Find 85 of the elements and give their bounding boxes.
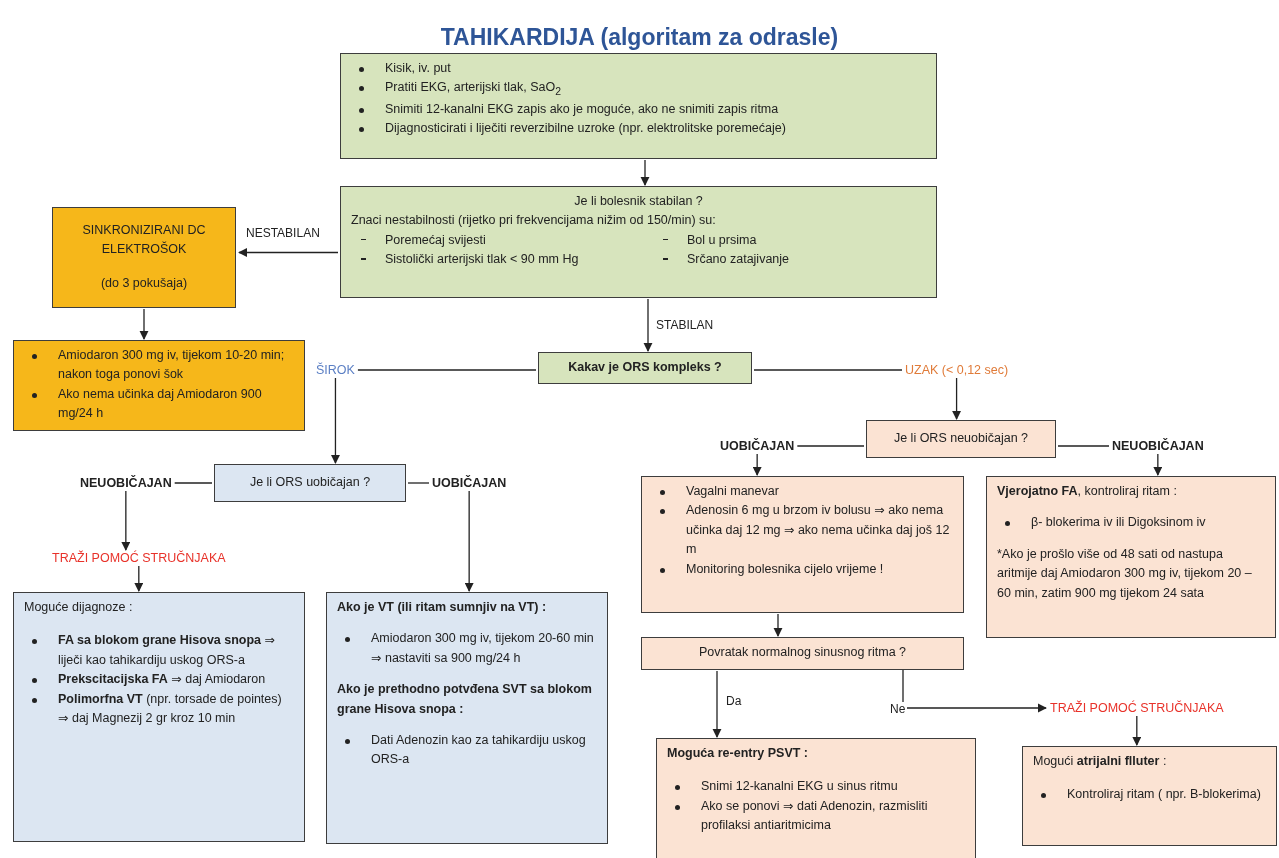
- arrow: [1153, 453, 1163, 476]
- arrow: [139, 308, 149, 340]
- diagram-title: TAHIKARDIJA (algoritam za odrasle): [439, 24, 840, 51]
- box-text: Moguće dijagnoze :: [24, 599, 134, 616]
- arrow: [773, 613, 783, 637]
- bullet-item: Vagalni manevar: [652, 482, 953, 502]
- connector-line: [174, 482, 213, 484]
- decision-box: [641, 637, 964, 670]
- box-text: (do 3 pokušaja): [99, 274, 189, 292]
- dash-item: Sistolički arterijski tlak < 90 mm Hg: [351, 250, 653, 270]
- branch-label: UOBIČAJAN: [432, 476, 507, 490]
- edge-label: Ne: [888, 702, 908, 716]
- bullet-item: Polimorfna VT (npr. torsade de pointes) ⇒ daj Magnezij 2 gr kroz 10 min: [24, 689, 294, 729]
- box-heading: Ako je prethodno potvđena SVT sa blokom grane Hisova snopa :: [337, 681, 593, 718]
- branch-label: TRAŽI POMOĆ STRUČNJAKA: [1050, 701, 1224, 715]
- connector-line: [796, 445, 865, 447]
- process-box: [326, 592, 608, 844]
- bullet-item: Prekscitacijska FA ⇒ daj Amiodaron: [24, 670, 294, 690]
- edge-label: STABILAN: [654, 318, 716, 332]
- process-box: [641, 476, 964, 613]
- arrow: [238, 247, 339, 258]
- process-box: [656, 738, 976, 858]
- arrow: [952, 377, 962, 420]
- bullet-item: Amiodaron 300 mg iv, tijekom 10-20 min; nakon toga ponovi šok: [24, 346, 294, 385]
- box-text: Kakav je ORS kompleks ?: [567, 359, 723, 376]
- connector-line: [753, 369, 903, 371]
- bullet-item: Dati Adenozin kao za tahikardiju uskog ORS-a: [337, 730, 597, 770]
- box-heading: Ako je VT (ili ritam sumnjiv na VT) :: [337, 599, 548, 616]
- arrow: [640, 159, 650, 186]
- decision-box: [866, 420, 1056, 458]
- arrow: [464, 490, 474, 592]
- branch-label: ŠIROK: [316, 363, 355, 377]
- arrow: [643, 298, 653, 352]
- bullet-item: Pratiti EKG, arterijski tlak, SaO$_{2}$: [351, 78, 926, 100]
- bullet-item: Adenosin 6 mg u brzom iv bolusu ⇒ ako nema učinka daj 12 mg ⇒ ako nema učinka daj još 12 m: [652, 501, 953, 560]
- bullet-item: Ako nema učinka daj Amiodaron 900 mg/24 h: [24, 384, 294, 424]
- arrow: [902, 669, 1047, 713]
- bullet-item: Kisik, iv. put: [351, 59, 926, 79]
- arrow: [1132, 715, 1142, 746]
- arrow: [330, 377, 340, 464]
- box-text: SINKRONIZIRANI DC ELEKTROŠOK: [81, 221, 207, 259]
- arrow: [121, 490, 131, 551]
- bullet-item: β- blokerima iv ili Digoksinom iv: [997, 513, 1265, 533]
- process-box: [1022, 746, 1277, 846]
- dash-item: Bol u prsima: [652, 230, 926, 251]
- box-text: Mogući atrijalni flluter :: [1033, 753, 1168, 770]
- dash-item: Srčano zatajivanje: [652, 250, 926, 270]
- arrow: [752, 453, 762, 476]
- box-text: Je li bolesnik stabilan ?: [573, 193, 704, 210]
- bullet-item: Snimiti 12-kanalni EKG zapis ako je moguće, ako ne snimiti zapis ritma: [351, 100, 926, 120]
- process-box: [340, 186, 937, 298]
- process-box: [340, 53, 937, 159]
- arrow: [712, 670, 722, 738]
- decision-box: [214, 464, 406, 502]
- decision-box: [52, 207, 236, 308]
- box-text: Znaci nestabilnosti (rijetko pri frekvencijama nižim od 150/min) su:: [351, 212, 717, 230]
- dash-item: Poremećaj svijesti: [351, 230, 653, 251]
- process-box: [986, 476, 1276, 638]
- bullet-item: FA sa blokom grane Hisova snopa ⇒ liječi kao tahikardiju uskog ORS-a: [24, 631, 294, 671]
- connector-line: [357, 369, 537, 371]
- edge-label: Da: [724, 694, 744, 708]
- connector-line: [1057, 445, 1110, 447]
- box-text: Vjerojatno FA, kontroliraj ritam :: [997, 483, 1178, 500]
- box-text: Je li ORS neuobičajan ?: [892, 429, 1030, 447]
- box-heading: Moguća re-entry PSVT :: [667, 745, 809, 762]
- bullet-item: Ako se ponovi ⇒ dati Adenozin, razmisliti profilaksi antiaritmicima: [667, 796, 965, 836]
- connector-line: [407, 482, 430, 484]
- box-text: Je li ORS uobičajan ?: [248, 473, 372, 491]
- branch-label: TRAŽI POMOĆ STRUČNJAKA: [52, 551, 226, 565]
- branch-label: UOBIČAJAN: [720, 439, 795, 453]
- bullet-item: Snimi 12-kanalni EKG u sinus ritmu: [667, 777, 965, 797]
- decision-box: [538, 352, 752, 385]
- process-box: [13, 340, 305, 431]
- box-text: *Ako je prošlo više od 48 sati od nastupa aritmije daj Amiodaron 300 mg iv, tijekom 20 – 60 min, zatim 900 mg tijekom 24 sata: [997, 545, 1253, 602]
- branch-label: NEUOBIČAJAN: [1112, 439, 1204, 453]
- edge-label: NESTABILAN: [244, 226, 322, 240]
- bullet-item: Kontroliraj ritam ( npr. B-blokerima): [1033, 785, 1266, 805]
- arrow: [134, 565, 144, 592]
- bullet-item: Dijagnosticirati i liječiti reverzibilne uzroke (npr. elektrolitske poremećaje): [351, 119, 926, 139]
- box-text: Povratak normalnog sinusnog ritma ?: [697, 644, 908, 662]
- bullet-item: Amiodaron 300 mg iv, tijekom 20-60 min ⇒ nastaviti sa 900 mg/24 h: [337, 629, 597, 669]
- bullet-item: Monitoring bolesnika cijelo vrijeme !: [652, 559, 953, 579]
- branch-label: UZAK (< 0,12 sec): [905, 363, 1009, 377]
- branch-label: NEUOBIČAJAN: [80, 476, 172, 490]
- process-box: [13, 592, 305, 842]
